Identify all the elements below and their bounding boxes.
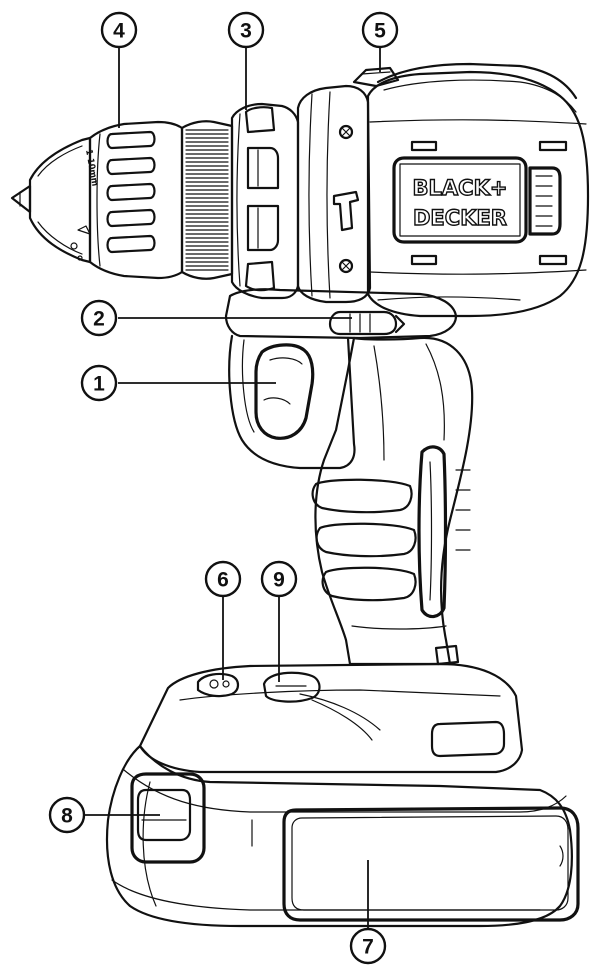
callout-6: 6	[204, 560, 242, 598]
brand-line-2: DECKER	[413, 206, 507, 230]
knurled-ring	[180, 120, 234, 280]
callout-3-label: 3	[240, 20, 252, 43]
callout-2-label: 2	[93, 308, 105, 331]
battery-pack	[105, 744, 580, 928]
handle	[311, 336, 474, 666]
callout-1: 1	[80, 364, 118, 402]
callout-1-label: 1	[93, 373, 105, 396]
callout-4-label: 4	[113, 20, 125, 43]
battery-top	[138, 662, 524, 774]
callout-5: 5	[361, 11, 399, 49]
torque-collar	[230, 102, 300, 300]
callout-8-label: 8	[61, 805, 73, 828]
callout-leaders	[85, 48, 381, 928]
callout-9-label: 9	[273, 569, 285, 592]
callout-4: 4	[100, 11, 138, 49]
callout-6-label: 6	[217, 569, 229, 592]
brand-line-1: BLACK+	[413, 176, 508, 200]
gearbox-housing	[296, 84, 372, 304]
motor-housing	[352, 62, 590, 318]
callout-5-label: 5	[374, 20, 386, 43]
trigger-area	[228, 334, 356, 470]
callout-7-label: 7	[362, 936, 374, 959]
callout-2: 2	[80, 299, 118, 337]
callout-9: 9	[260, 560, 298, 598]
callout-3: 3	[227, 11, 265, 49]
callout-8: 8	[48, 796, 86, 834]
callout-7: 7	[349, 927, 387, 965]
chuck-size-label: 1-10mm	[83, 149, 99, 187]
chuck: 1-10mm	[10, 120, 184, 280]
direction-slider	[224, 288, 458, 340]
